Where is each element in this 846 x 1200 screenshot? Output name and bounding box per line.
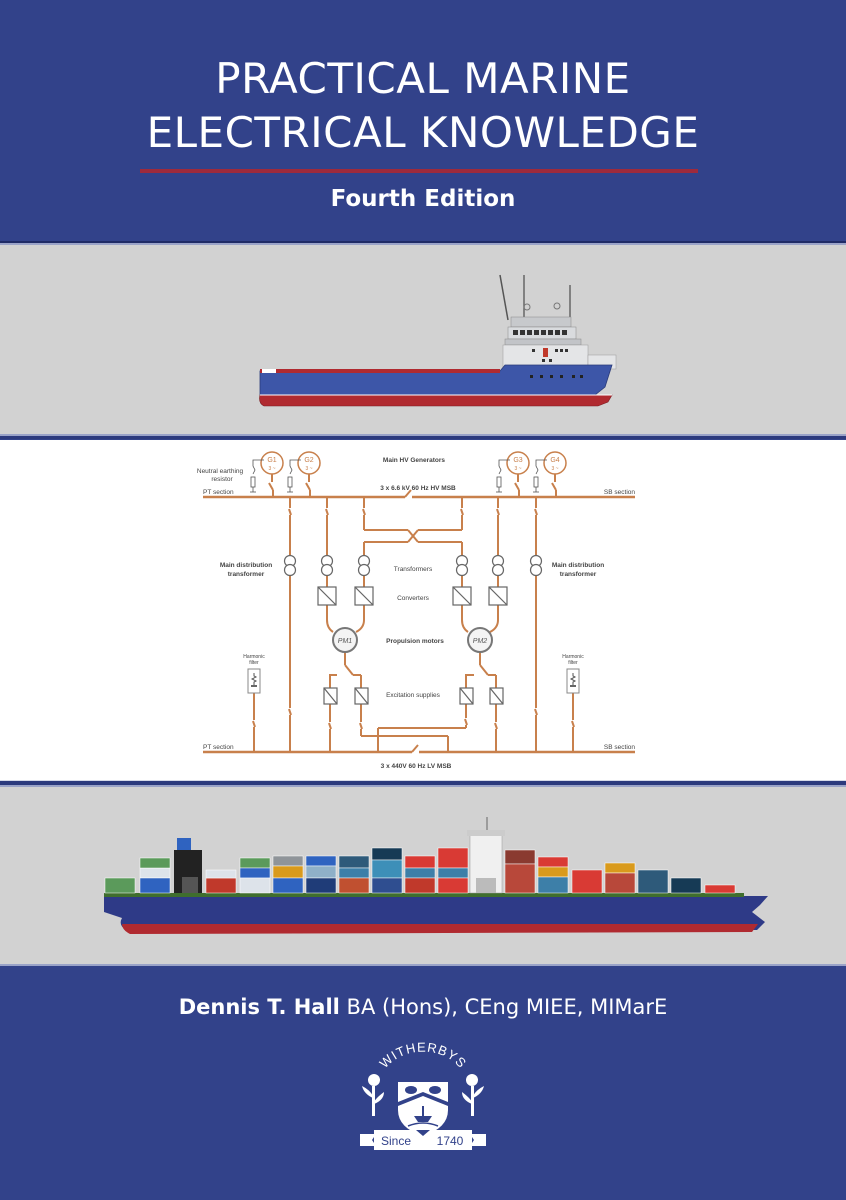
pt-section-bottom-label: PT section xyxy=(203,744,234,751)
separator xyxy=(0,781,846,785)
pt-section-top-label: PT section xyxy=(203,489,234,496)
main-distribution-transformer-right-label: Main distribution xyxy=(552,562,604,569)
main-hv-generators-label: Main HV Generators xyxy=(383,457,446,464)
neutral-earthing-label: Neutral earthing xyxy=(197,468,244,475)
separator xyxy=(0,243,846,245)
container-ship-panel xyxy=(0,787,846,965)
svg-text:transformer: transformer xyxy=(560,571,597,578)
offshore-supply-vessel-illustration xyxy=(259,274,617,407)
separator xyxy=(0,241,846,243)
generator-g4-label: G4 xyxy=(550,457,559,464)
svg-text:3 ~: 3 ~ xyxy=(514,466,521,472)
svg-text:3 ~: 3 ~ xyxy=(268,466,275,472)
author-line: Dennis T. Hall BA (Hons), CEng MIEE, MIM… xyxy=(0,995,846,1019)
neutral-earthing-resistor-icon xyxy=(250,459,547,493)
container-ship-illustration xyxy=(104,817,768,934)
thistle-icon xyxy=(362,1074,484,1116)
sb-section-bottom-label: SB section xyxy=(604,744,635,751)
generator-g2-label: G2 xyxy=(304,457,313,464)
propulsion-motor-icon xyxy=(332,627,493,653)
svg-text:resistor: resistor xyxy=(211,476,233,483)
svg-text:3 ~: 3 ~ xyxy=(305,466,312,472)
book-title-line-1: PRACTICAL MARINE xyxy=(215,54,631,103)
harmonic-filter-left-label: Harmonic xyxy=(243,654,265,660)
separator xyxy=(0,436,846,439)
separator xyxy=(0,785,846,787)
svg-text:filter: filter xyxy=(249,660,259,666)
svg-text:3 ~: 3 ~ xyxy=(551,466,558,472)
sb-section-top-label: SB section xyxy=(604,489,635,496)
motor-pm1-label: PM1 xyxy=(338,638,353,645)
harmonic-filter-right-label: Harmonic xyxy=(562,654,584,660)
svg-text:filter: filter xyxy=(568,660,578,666)
converters-label: Converters xyxy=(397,595,430,602)
author-credentials: BA (Hons), CEng MIEE, MIMarE xyxy=(339,995,668,1019)
generator-g1-label: G1 xyxy=(267,457,276,464)
separator xyxy=(0,964,846,966)
since-label: Since xyxy=(381,1134,411,1148)
generator-g3-label: G3 xyxy=(513,457,522,464)
lv-msb-label: 3 x 440V 60 Hz LV MSB xyxy=(381,763,452,770)
propulsion-motors-label: Propulsion motors xyxy=(386,638,444,645)
excitation-supplies-label: Excitation supplies xyxy=(386,692,441,699)
funnel-logo xyxy=(543,348,548,357)
svg-text:transformer: transformer xyxy=(228,571,265,578)
publisher-name: WITHERBYS xyxy=(376,1040,468,1071)
since-year: 1740 xyxy=(437,1134,464,1148)
title-band xyxy=(0,0,846,243)
electrical-single-line-diagram: G1 3 ~ G2 3 ~ G3 3 ~ G4 3 ~ xyxy=(0,440,846,780)
transformer-icon xyxy=(283,554,543,577)
book-title-line-2: ELECTRICAL KNOWLEDGE xyxy=(146,108,700,157)
ship-icon xyxy=(414,1116,432,1122)
separator xyxy=(0,780,846,781)
supply-vessel-panel xyxy=(0,245,846,434)
harmonic-filter-icon xyxy=(247,668,580,694)
motor-pm2-label: PM2 xyxy=(473,638,488,645)
svg-text:WITHERBYS: WITHERBYS xyxy=(376,1040,469,1071)
separator xyxy=(0,434,846,436)
hv-msb-label: 3 x 6.6 kV 60 Hz HV MSB xyxy=(380,485,456,492)
main-distribution-transformer-left-label: Main distribution xyxy=(220,562,272,569)
hv-lv-switchboard-schematic: G1 3 ~ G2 3 ~ G3 3 ~ G4 3 ~ xyxy=(197,451,635,770)
edition-label: Fourth Edition xyxy=(330,186,516,212)
author-name: Dennis T. Hall xyxy=(178,995,340,1019)
since-ribbon xyxy=(374,1130,472,1150)
witherbys-publisher-crest: WITHERBYS Since 1740 xyxy=(360,1040,486,1150)
converter-icon xyxy=(317,586,508,705)
title-divider-rule xyxy=(140,169,698,173)
transformers-label: Transformers xyxy=(394,566,433,573)
